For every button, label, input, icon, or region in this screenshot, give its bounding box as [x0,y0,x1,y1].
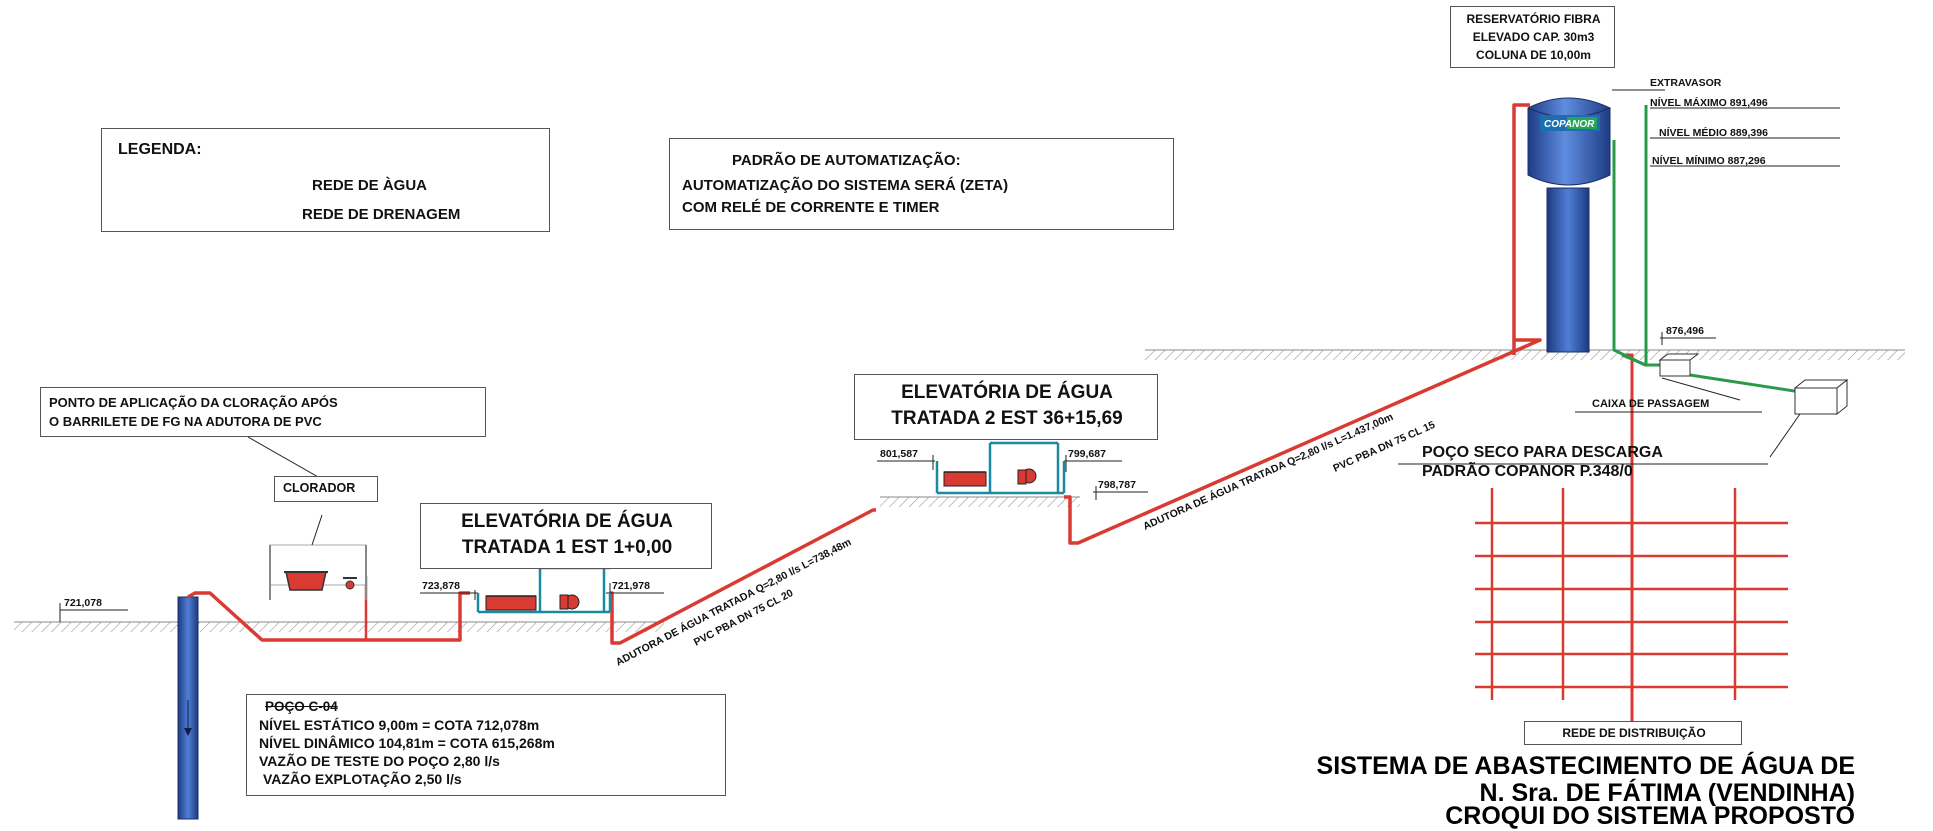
reservoir-line3: COLUNA DE 10,00m [1476,48,1591,62]
extravasor-label: EXTRAVASOR [1650,77,1722,89]
elevation-723-878: 723,878 [422,580,460,592]
reservoir-line1: RESERVATÓRIO FIBRA [1466,12,1601,26]
elevation-876-496: 876,496 [1666,325,1704,337]
automation-title: PADRÃO DE AUTOMATIZAÇÃO: [732,152,961,169]
chlorination-line1: PONTO DE APLICAÇÃO DA CLORAÇÃO APÓS [49,395,338,410]
station1-box: ELEVATÓRIA DE ÁGUA TRATADA 1 EST 1+0,00 [420,503,712,569]
elevation-798-787: 798,787 [1098,479,1136,491]
elevated-reservoir [1527,97,1611,353]
station1-line2: TRATADA 1 EST 1+0,00 [461,537,673,558]
caixa-passagem-label: CAIXA DE PASSAGEM [1592,398,1710,410]
title-line2: N. Sra. DE FÁTIMA (VENDINHA) [1479,779,1855,807]
elevation-799-687: 799,687 [1068,448,1106,460]
chlorination-box: PONTO DE APLICAÇÃO DA CLORAÇÃO APÓS O BA… [40,387,486,437]
level-max-label: NÍVEL MÁXIMO 891,496 [1650,97,1768,109]
reservoir-line2: ELEVADO CAP. 30m3 [1472,30,1595,44]
poco-seco-line1: POÇO SECO PARA DESCARGA [1422,444,1663,461]
chlorinator [269,514,367,600]
level-leaders [1612,89,1840,167]
legend-box: LEGENDA: REDE DE ÀGUA REDE DE DRENAGEM [101,128,550,232]
automation-box: PADRÃO DE AUTOMATIZAÇÃO: AUTOMATIZAÇÃO D… [669,138,1174,230]
caixa-passagem-box [1658,353,1741,401]
station2-box: ELEVATÓRIA DE ÁGUA TRATADA 2 EST 36+15,6… [854,374,1158,440]
title-line1: SISTEMA DE ABASTECIMENTO DE ÁGUA DE [1316,752,1855,780]
well-title: POÇO C-04 [265,699,338,714]
rede-distribuicao-box: REDE DE DISTRIBUIÇÃO [1524,721,1742,745]
ground-lines [14,349,1905,632]
legend-item-drain: REDE DE DRENAGEM [302,206,461,223]
clorador-label-box: CLORADOR [274,476,378,502]
elevation-markers [59,332,1716,622]
clorador-label: CLORADOR [283,481,356,495]
level-min-label: NÍVEL MÍNIMO 887,296 [1652,155,1766,167]
pipe-to-distribution [1622,353,1634,725]
level-mid-label: NÍVEL MÉDIO 889,396 [1659,127,1768,139]
elevation-801-587: 801,587 [880,448,918,460]
chlorination-line2: O BARRILETE DE FG NA ADUTORA DE PVC [49,414,322,429]
well-test-flow: VAZÃO DE TESTE DO POÇO 2,80 l/s [259,753,500,769]
legend-item-water: REDE DE ÀGUA [312,177,428,194]
rede-distribuicao-label: REDE DE DISTRIBUIÇÃO [1562,726,1706,740]
poco-seco-box [1769,378,1849,458]
title-line3: CROQUI DO SISTEMA PROPOSTO [1445,802,1855,830]
station1-line1: ELEVATÓRIA DE ÁGUA [461,511,673,532]
elevation-721-078: 721,078 [64,597,102,609]
well-static-level: NÍVEL ESTÁTICO 9,00m = COTA 712,078m [259,717,540,733]
pumping-station-2 [935,441,1066,495]
well-info-box: POÇO C-04 NÍVEL ESTÁTICO 9,00m = COTA 71… [246,694,726,796]
legend-title: LEGENDA: [118,141,202,158]
pumping-station-1 [476,566,612,614]
reservoir-box: RESERVATÓRIO FIBRA ELEVADO CAP. 30m3 COL… [1450,6,1615,68]
automation-line1: AUTOMATIZAÇÃO DO SISTEMA SERÁ (ZETA) [682,177,1009,194]
reservoir-logo: COPANOR [1544,119,1595,130]
automation-line2: COM RELÉ DE CORRENTE E TIMER [682,199,940,216]
station2-line1: ELEVATÓRIA DE ÁGUA [901,382,1113,403]
elevation-721-978: 721,978 [612,580,650,592]
well-dynamic-level: NÍVEL DINÂMICO 104,81m = COTA 615,268m [259,735,555,751]
well-casing [177,596,199,820]
station2-line2: TRATADA 2 EST 36+15,69 [891,408,1123,429]
pipe2-label-line1: ADUTORA DE ÁGUA TRATADA Q=2,80 l/s L=1.4… [1141,410,1395,533]
distribution-grid [1475,488,1788,725]
poco-seco-line2: PADRÃO COPANOR P.348/0 [1422,463,1633,480]
well-exploitation-flow: VAZÃO EXPLOTAÇÃO 2,50 l/s [263,771,462,787]
